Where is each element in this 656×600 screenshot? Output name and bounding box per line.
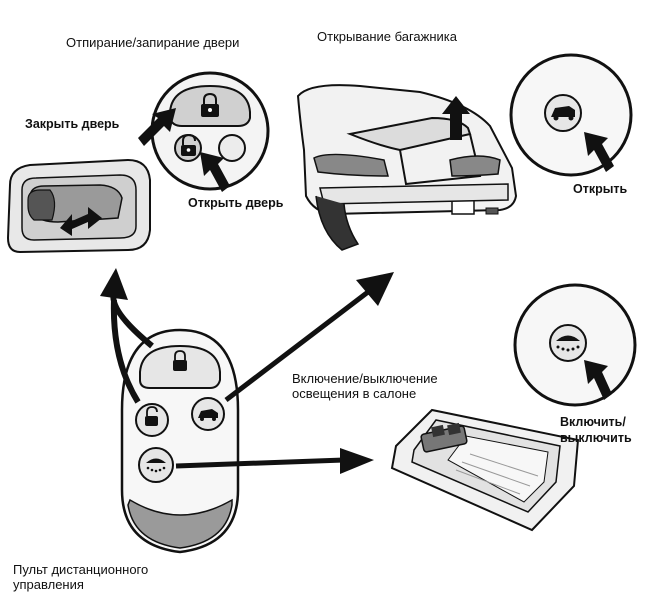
open-trunk-arrow	[584, 132, 614, 172]
remote-control	[120, 328, 240, 554]
door-fob-zoom	[150, 71, 270, 191]
light-fob-zoom	[513, 283, 637, 407]
light-toggle-arrow	[584, 360, 612, 400]
remote-to-door-arrow	[100, 268, 154, 404]
close-door-label: Закрыть дверь	[25, 117, 120, 131]
dome-light	[390, 408, 580, 532]
light-toggle-label-1: Включение/выключение	[292, 371, 438, 386]
remote-label-2: управления	[13, 577, 84, 592]
open-door-arrow	[200, 152, 230, 192]
trunk-icon	[551, 106, 575, 121]
on-off-label-2: выключить	[560, 431, 632, 445]
car-rear	[296, 84, 518, 251]
on-off-label-1: Включить/	[560, 415, 626, 429]
interior-light-icon	[556, 335, 580, 352]
remote-unlock-icon	[145, 406, 158, 426]
open-door-label: Открыть дверь	[188, 196, 284, 210]
handle-arrow	[60, 207, 102, 236]
remote-trunk-icon	[198, 409, 218, 421]
open-label: Открыть	[573, 182, 628, 196]
unlock-icon	[181, 133, 196, 156]
remote-lock-icon	[173, 350, 187, 371]
remote-label-1: Пульт дистанционного	[13, 562, 149, 577]
remote-to-light-arrow	[175, 448, 374, 474]
trunk-up-arrow	[442, 96, 470, 140]
close-door-arrow	[138, 108, 176, 146]
remote-light-icon	[146, 458, 166, 473]
trunk-fob-zoom	[509, 53, 633, 177]
door-handle	[6, 158, 151, 254]
remote-to-trunk-arrow	[224, 272, 394, 402]
door-title: Отпирание/запирание двери	[66, 35, 240, 50]
light-toggle-label-2: освещения в салоне	[292, 386, 417, 401]
lock-icon	[201, 92, 219, 117]
trunk-title: Открывание багажника	[317, 29, 458, 44]
